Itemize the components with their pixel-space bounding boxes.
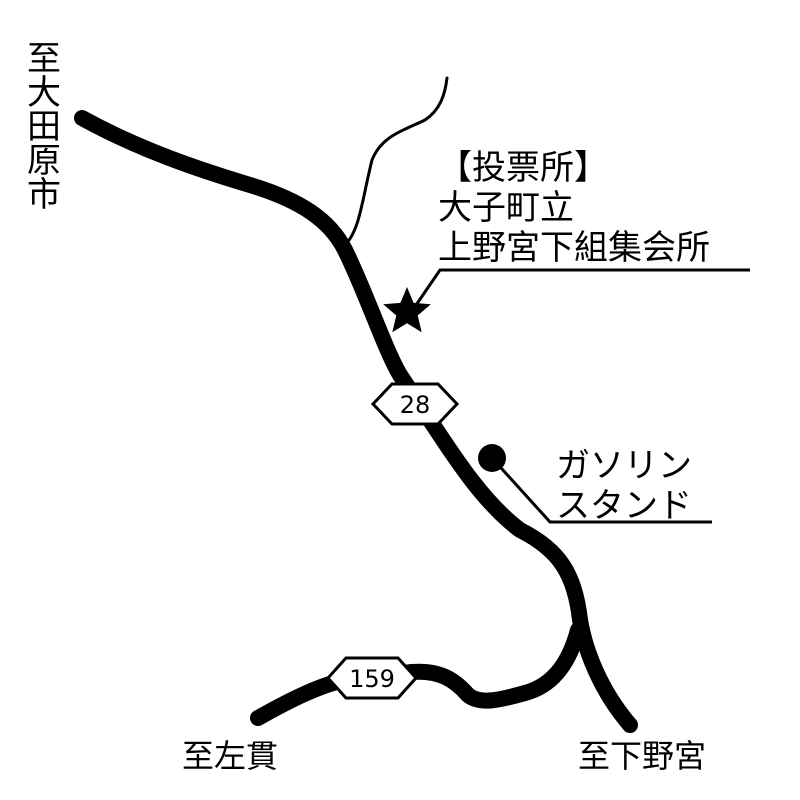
polling-place-heading: 【投票所】 bbox=[438, 148, 608, 188]
polling-place-line2: 上野宮下組集会所 bbox=[438, 228, 710, 268]
branch-road bbox=[343, 76, 449, 247]
route-28-shield: 28 bbox=[370, 382, 460, 426]
route-159-label: 159 bbox=[349, 665, 395, 693]
polling-place-line1: 大子町立 bbox=[438, 188, 574, 228]
polling-place-leader bbox=[410, 268, 750, 312]
gas-station-line2: スタンド bbox=[556, 486, 692, 526]
side-road bbox=[250, 622, 586, 726]
gas-station-line1: ガソリン bbox=[556, 446, 692, 486]
gas-station-leader bbox=[490, 456, 712, 524]
route-28-label: 28 bbox=[400, 391, 431, 419]
destination-shimonomiya: 至下野宮 bbox=[578, 737, 707, 775]
star-icon bbox=[383, 287, 431, 333]
main-road bbox=[74, 110, 638, 733]
route-159-shield: 159 bbox=[325, 656, 419, 700]
destination-sanuki: 至左貫 bbox=[182, 737, 279, 775]
destination-ohtawara: 至大田原市 bbox=[27, 39, 61, 215]
polling-place-label: 【投票所】 大子町立 上野宮下組集会所 bbox=[438, 148, 710, 268]
gas-station-label: ガソリン スタンド bbox=[556, 446, 692, 526]
